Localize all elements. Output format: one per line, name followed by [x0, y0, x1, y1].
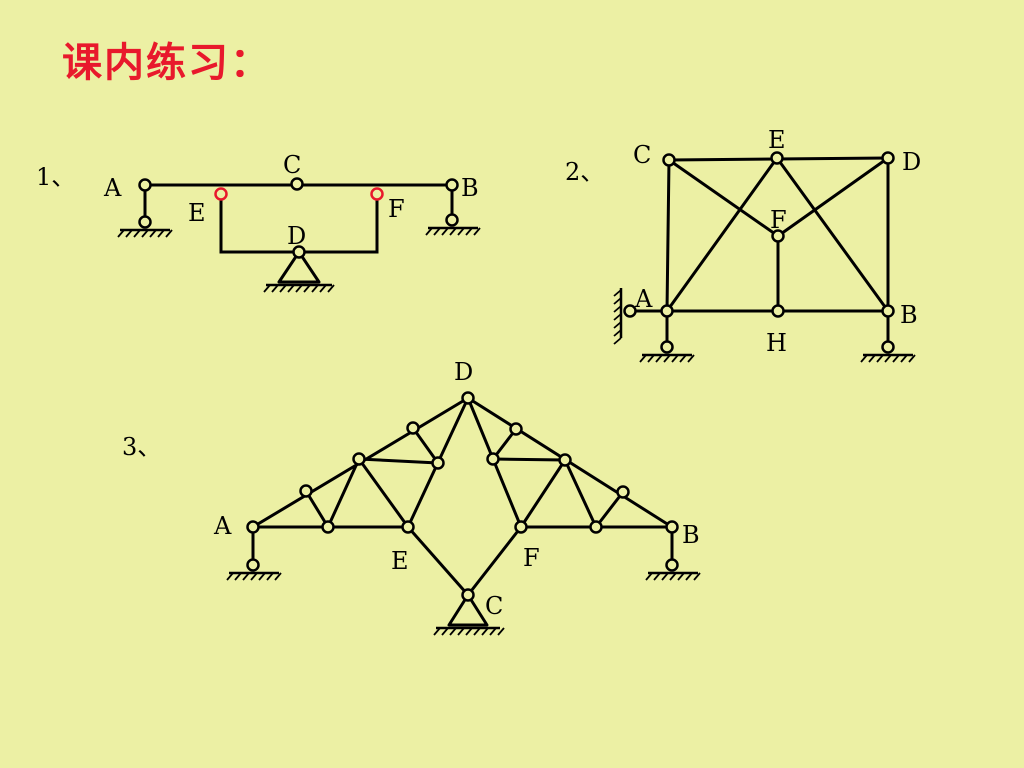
- member-e-c: [406, 525, 470, 597]
- support-a-pin: [246, 558, 260, 572]
- label-c: C: [633, 141, 651, 169]
- support-a-horizontal-pin: [623, 304, 637, 318]
- member-left-web-2: [326, 457, 361, 529]
- label-e: E: [391, 547, 409, 575]
- member-left-web-3: [357, 457, 410, 529]
- joint-right-top-3: [616, 485, 630, 499]
- label-a: A: [213, 512, 232, 540]
- label-a: A: [634, 285, 653, 313]
- label-c: C: [485, 592, 503, 620]
- member-right-upper-tie: [491, 457, 567, 462]
- label-b: B: [461, 174, 479, 202]
- joint-left-bottom-1: [321, 520, 335, 534]
- joint-d: [461, 391, 475, 405]
- support-d-triangle: [277, 250, 321, 284]
- member-c-a: [665, 158, 671, 313]
- label-c: C: [283, 151, 301, 179]
- label-e: E: [768, 126, 786, 154]
- joint-right-bottom-1: [589, 520, 603, 534]
- joint-c: [290, 177, 304, 191]
- joint-c: [662, 153, 676, 167]
- joint-d: [292, 245, 306, 259]
- label-h: H: [766, 329, 787, 357]
- label-d: D: [287, 222, 306, 250]
- joint-a: [138, 178, 152, 192]
- page-title: 课内练习：: [62, 40, 272, 86]
- member-d-f: [776, 156, 890, 238]
- label-f: F: [523, 544, 540, 572]
- support-b-pin: [665, 558, 679, 572]
- joint-b: [445, 178, 459, 192]
- joint-a: [660, 304, 674, 318]
- support-b-hatch: [425, 227, 481, 236]
- member-a-e: [665, 156, 779, 313]
- joint-f-hinge: [370, 187, 384, 201]
- label-a: A: [103, 174, 122, 202]
- support-a-hatch: [117, 229, 173, 238]
- joint-b: [881, 304, 895, 318]
- support-b-hatch: [645, 572, 701, 581]
- joint-right-top-2: [558, 453, 572, 467]
- member-left-web-4: [411, 426, 440, 465]
- joint-right-inner: [486, 452, 500, 466]
- member-f-c: [466, 525, 523, 597]
- support-b-pin: [881, 340, 895, 354]
- label-d: D: [902, 148, 921, 176]
- joint-left-top-2: [352, 452, 366, 466]
- label-f: F: [388, 195, 405, 223]
- joint-e: [770, 151, 784, 165]
- support-b-pin: [445, 213, 459, 227]
- member-right-web-4: [594, 490, 625, 529]
- member-right-web-3: [563, 458, 598, 529]
- joint-left-inner: [431, 456, 445, 470]
- joint-a: [246, 520, 260, 534]
- label-b: B: [900, 301, 918, 329]
- joint-f: [771, 229, 785, 243]
- support-a-ground-hatch: [639, 354, 695, 363]
- label-d: D: [454, 358, 473, 386]
- problem-3-number: 3、: [122, 433, 161, 461]
- problem-2-number: 2、: [565, 158, 604, 186]
- joint-e-hinge: [214, 187, 228, 201]
- member-c-f: [667, 158, 780, 238]
- problem-1-diagram: 1、: [36, 151, 481, 293]
- joint-d: [881, 151, 895, 165]
- member-right-web-2: [519, 458, 567, 529]
- label-e: E: [188, 199, 206, 227]
- member-left-upper-tie: [357, 457, 440, 465]
- joint-f: [514, 520, 528, 534]
- support-a-pin: [138, 215, 152, 229]
- support-a-hatch: [226, 572, 282, 581]
- label-f: F: [770, 206, 787, 234]
- problem-2-diagram: 2、: [565, 126, 921, 363]
- problem-1-number: 1、: [36, 163, 75, 191]
- member-left-web-1: [304, 489, 330, 529]
- joint-right-top-1: [509, 422, 523, 436]
- joint-left-top-3: [299, 484, 313, 498]
- label-b: B: [682, 521, 700, 549]
- support-b-hatch: [860, 354, 916, 363]
- support-a-vertical-pin: [660, 340, 674, 354]
- problem-3-diagram: 3、: [122, 358, 701, 636]
- joint-left-top-1: [406, 421, 420, 435]
- joint-c: [461, 588, 475, 602]
- joint-h: [771, 304, 785, 318]
- support-d-hatch: [263, 284, 335, 293]
- member-b-e: [775, 156, 890, 313]
- joint-e: [401, 520, 415, 534]
- joint-b: [665, 520, 679, 534]
- support-a-wall-hatch: [613, 289, 622, 345]
- support-c-triangle: [447, 593, 489, 627]
- support-c-hatch: [433, 627, 505, 636]
